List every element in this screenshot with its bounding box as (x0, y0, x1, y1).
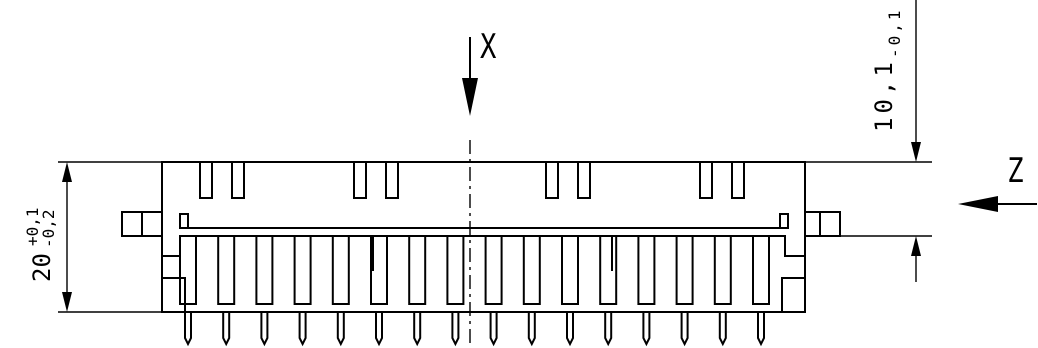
pin-slot (408, 235, 427, 305)
contact-pin (413, 311, 422, 347)
height-dim-upper-tol: +0,1 (23, 207, 42, 246)
top-dim-nominal: 10,1 (870, 58, 898, 132)
view-x-label: X (480, 27, 497, 67)
latch-tab (699, 161, 713, 199)
height-dimension (58, 161, 162, 313)
latch-tab (353, 161, 367, 199)
contact-pins (184, 311, 765, 347)
latch-tab (199, 161, 213, 199)
contact-pin (260, 311, 269, 347)
top-dim-tol: -0,1 (885, 7, 904, 58)
pin-slot (331, 235, 350, 305)
contact-pin (566, 311, 574, 347)
pin-slot (522, 235, 541, 305)
pin-slot (370, 235, 388, 305)
pin-slot (179, 235, 197, 305)
connector-body (121, 161, 841, 313)
top-dimension (805, 0, 932, 282)
contact-pin (336, 311, 345, 347)
height-dim-nominal: 20 (28, 253, 56, 282)
contact-pin (680, 311, 689, 347)
contact-pin (298, 311, 307, 347)
contact-pin (718, 311, 727, 347)
view-x-arrow (462, 37, 478, 116)
contact-pin (222, 311, 231, 347)
pin-slots (179, 235, 770, 305)
latch-tab (231, 161, 245, 199)
height-dim-lower-tol: -0,2 (39, 209, 58, 248)
latch-tab (545, 161, 559, 199)
pin-slot (713, 235, 732, 305)
pin-slot (752, 235, 770, 305)
pin-slot (561, 235, 579, 305)
contact-pin (375, 311, 383, 347)
latch-tabs (199, 161, 745, 199)
contact-pin (642, 311, 651, 347)
pin-slot (637, 235, 656, 305)
contact-pin (184, 311, 192, 347)
latch-tab (577, 161, 591, 199)
latch-tab (731, 161, 745, 199)
pin-slot (484, 235, 503, 305)
view-z-label: Z (1007, 151, 1023, 191)
pin-slot (293, 235, 312, 305)
pin-slot (599, 235, 618, 305)
view-z-arrow (958, 196, 1037, 212)
contact-pin (489, 311, 498, 347)
pin-slot (255, 235, 274, 305)
pin-slot (446, 235, 465, 305)
contact-pin (604, 311, 613, 347)
pin-slot (217, 235, 236, 305)
contact-pin (527, 311, 536, 347)
latch-tab (385, 161, 399, 199)
contact-pin (757, 311, 765, 347)
pin-slot (675, 235, 694, 305)
contact-pin (451, 311, 460, 347)
